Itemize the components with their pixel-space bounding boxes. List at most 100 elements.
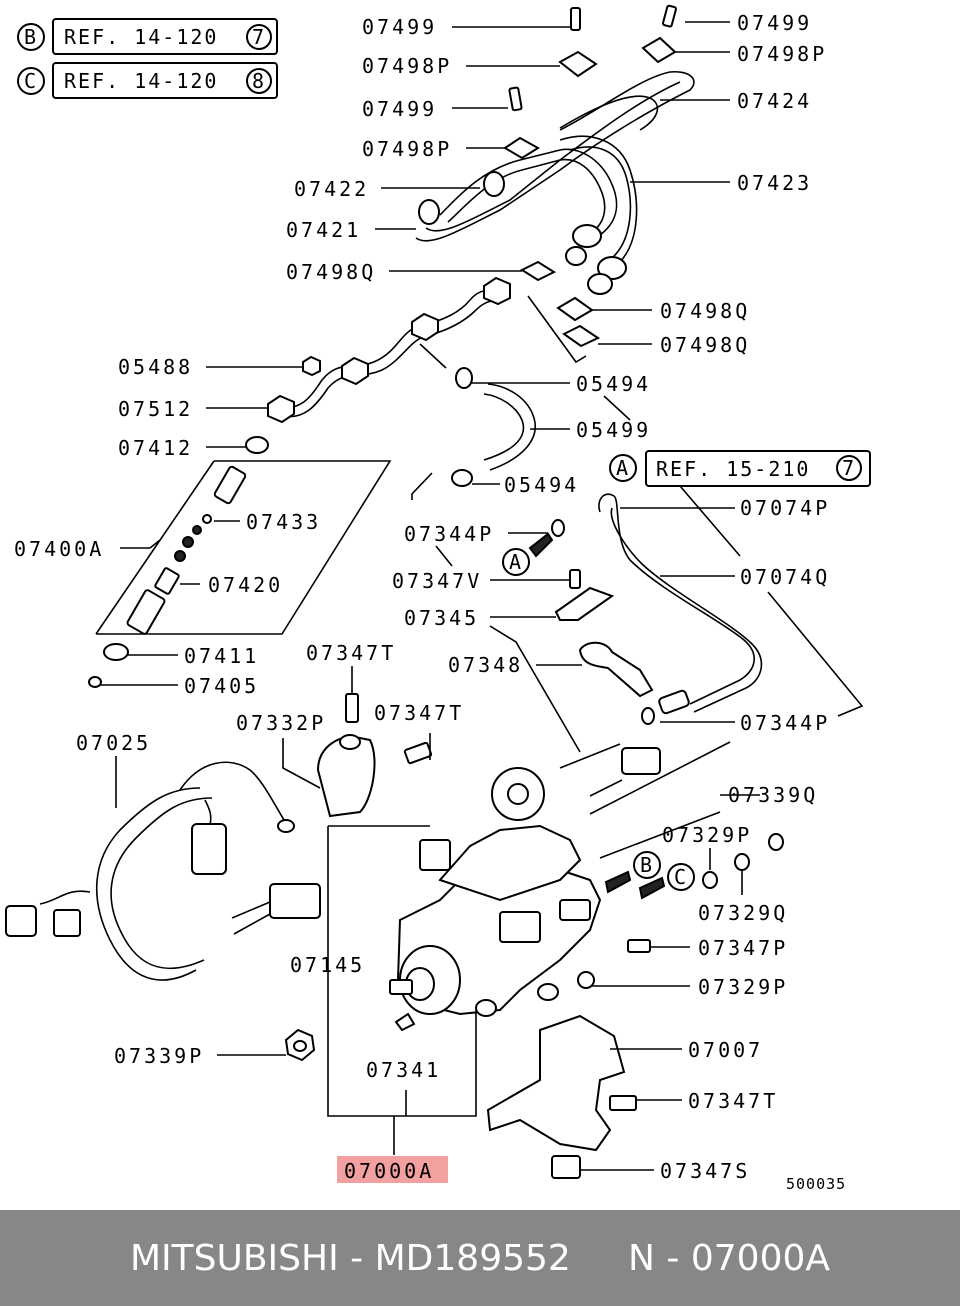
label-07498q-b: 07498Q — [660, 299, 750, 323]
bolt-07347t-c — [609, 1095, 637, 1111]
label-07420: 07420 — [208, 573, 283, 597]
label-07329q: 07329Q — [698, 901, 788, 925]
ref-box-a: A REF. 15-210 7 — [609, 450, 871, 487]
exploded-parts-diagram: B REF. 14-120 7 C REF. 14-120 8 A REF. 1… — [5, 4, 871, 1193]
bolt-07347p — [627, 939, 651, 953]
callout-circle-b2 — [633, 851, 661, 879]
diagram-code: 500035 — [786, 1175, 846, 1193]
callout-circle-b — [17, 23, 45, 51]
label-07145: 07145 — [290, 953, 365, 977]
bolt-07347v — [569, 569, 581, 589]
nut-07329p-b — [577, 971, 595, 989]
label-07025: 07025 — [76, 731, 151, 755]
callout-circle-c2 — [667, 863, 695, 891]
callout-letter-c2: C — [674, 865, 688, 889]
ref-num-a: 7 — [842, 456, 856, 480]
hose-07074p — [598, 493, 755, 705]
ref-num-c: 8 — [252, 69, 266, 93]
label-07347v: 07347V — [392, 569, 482, 593]
label-07405: 07405 — [184, 674, 259, 698]
hose-05499 — [483, 393, 525, 461]
clamp-07498q-a — [519, 260, 557, 282]
clip-05494-a — [455, 367, 473, 389]
clamp-07498p-a — [558, 50, 598, 78]
part-labels: 07499 07499 07498P 07498P 07499 07424 07… — [14, 11, 846, 1193]
ref-text-a: REF. 15-210 — [656, 457, 810, 481]
callout-circle-a2 — [502, 548, 530, 576]
callout-letter-b: B — [24, 25, 38, 49]
label-05488: 05488 — [118, 355, 193, 379]
nut-07329p-a — [702, 871, 718, 889]
label-07074q: 07074Q — [740, 565, 830, 589]
label-07423: 07423 — [737, 171, 812, 195]
bolt-07347t-b — [403, 741, 433, 765]
injection-pipe-07423 — [559, 135, 638, 263]
label-07424: 07424 — [737, 89, 812, 113]
footer-bar: MITSUBISHI - MD189552 N - 07000A — [0, 1210, 960, 1306]
label-07412: 07412 — [118, 436, 193, 460]
bolt-07499-b — [661, 4, 677, 28]
ref-box-c: C REF. 14-120 8 — [17, 62, 278, 99]
ref-num-b: 7 — [252, 25, 266, 49]
label-07332p: 07332P — [236, 711, 326, 735]
part-drawings: A — [5, 4, 784, 1179]
harness-07025 — [95, 787, 201, 981]
clamp-07498q-b — [556, 296, 594, 322]
label-05499: 05499 — [576, 418, 651, 442]
washer-07411 — [103, 643, 129, 661]
clamp-07498q-c — [562, 324, 601, 348]
label-07498p-c: 07498P — [362, 137, 452, 161]
label-07498p-b: 07498P — [737, 42, 827, 66]
label-07433: 07433 — [246, 510, 321, 534]
washer-07412 — [245, 436, 269, 454]
footer-brand: MITSUBISHI — [129, 1237, 339, 1279]
highlight-box — [337, 1156, 448, 1183]
callout-circle-c — [17, 67, 45, 95]
callout-circle-a — [609, 454, 637, 482]
bolt-07347t-a — [345, 693, 359, 723]
label-07347t-b: 07347T — [374, 701, 464, 725]
nozzle-07420 — [154, 567, 180, 595]
connector-plug — [191, 823, 227, 875]
label-07007: 07007 — [688, 1038, 763, 1062]
label-07347t-a: 07347T — [306, 641, 396, 665]
callout-letter-c: C — [24, 69, 38, 93]
leak-off-pipe-07512 — [277, 289, 497, 409]
nozzle-holder-body — [213, 465, 247, 505]
bracket-07332p — [316, 734, 376, 818]
label-07499-a: 07499 — [362, 15, 437, 39]
label-07411: 07411 — [184, 644, 259, 668]
injection-pipe-07424 — [559, 95, 659, 131]
label-07339p: 07339P — [114, 1044, 204, 1068]
nut-07339q — [768, 833, 784, 851]
ref-text-b: REF. 14-120 — [64, 25, 218, 49]
label-07498q-a: 07498Q — [286, 260, 376, 284]
clamp-07498p-b — [641, 36, 677, 64]
label-07347p: 07347P — [698, 936, 788, 960]
label-05494-b: 05494 — [504, 473, 579, 497]
sensor-connector — [269, 883, 321, 919]
oring-07405 — [88, 676, 102, 688]
bracket-07007 — [486, 1014, 626, 1152]
label-07498p-a: 07498P — [362, 54, 452, 78]
label-07329p-a: 07329P — [662, 823, 752, 847]
ref-text-c: REF. 14-120 — [64, 69, 218, 93]
footer-part-number: MD189552 — [374, 1237, 571, 1279]
callout-letter-b2: B — [640, 853, 654, 877]
label-07348: 07348 — [448, 653, 523, 677]
footer-sep-1: - — [338, 1237, 375, 1279]
label-07329p-b: 07329P — [698, 975, 788, 999]
label-07347t-c: 07347T — [688, 1089, 778, 1113]
bracket-07345 — [554, 586, 615, 621]
leader-lines — [100, 21, 864, 1171]
nozzle-assembly-bracket — [96, 460, 392, 635]
label-07339q: 07339Q — [728, 783, 818, 807]
label-07344p-a: 07344P — [404, 522, 494, 546]
bolt-07347s — [551, 1155, 581, 1179]
pump-shaft — [389, 979, 413, 995]
label-07341: 07341 — [366, 1058, 441, 1082]
key-07341 — [394, 1012, 416, 1032]
bolt-07499-a — [570, 7, 581, 31]
callout-letter-a2: A — [509, 550, 523, 574]
